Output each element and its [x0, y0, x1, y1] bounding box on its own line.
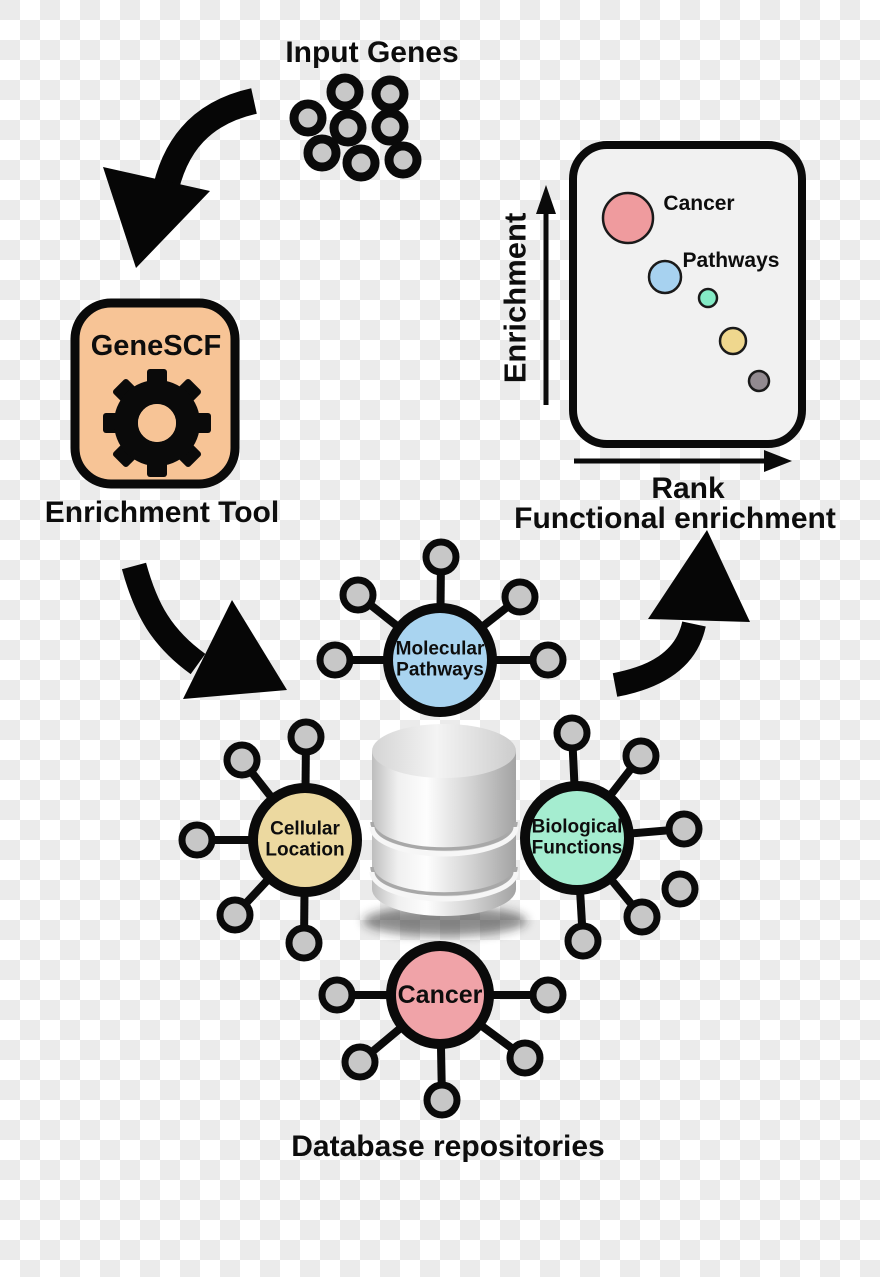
database-shadow: [363, 906, 527, 936]
gene-node: [329, 109, 367, 147]
bubble-yellow: [718, 326, 748, 356]
satellite-node: [623, 898, 661, 936]
gene-node: [371, 108, 409, 146]
gear-icon: [103, 369, 211, 477]
result-caption-label: Functional enrichment: [514, 502, 836, 536]
gene-node: [342, 144, 380, 182]
bubble-gray: [747, 369, 771, 393]
satellite-node: [423, 1081, 461, 1119]
bubble-cancer: [601, 191, 655, 245]
hub-biological-functions: [520, 781, 634, 895]
db-repositories-label: Database repositories: [291, 1130, 605, 1164]
hub-molecular-pathways: [383, 603, 497, 717]
satellite-node: [216, 896, 254, 934]
chart-bubbles: [601, 191, 771, 393]
hub-cellular-location: [248, 783, 362, 897]
satellite-node: [529, 641, 567, 679]
hub-biological-functions-label: Biological Functions: [532, 817, 623, 860]
satellite-node: [564, 922, 602, 960]
gene-node: [371, 75, 409, 113]
satellite-node: [285, 924, 323, 962]
satellite-node: [501, 578, 539, 616]
hub-label-line: Pathways: [396, 660, 484, 681]
hub-label-line: Cancer: [397, 981, 483, 1009]
gene-node: [384, 141, 422, 179]
x-axis-arrow: [574, 450, 792, 472]
result-panel: [569, 141, 806, 448]
satellite-node: [422, 538, 460, 576]
satellite-node: [223, 741, 261, 779]
tool-caption-label: Enrichment Tool: [44, 496, 280, 530]
hub-cancer: [386, 941, 494, 1049]
satellite-node: [622, 737, 660, 775]
hub-label-line: Functions: [531, 838, 623, 859]
hub-label-line: Cellular: [270, 818, 340, 840]
gene-node: [289, 99, 327, 137]
hub-cellular-location-label: Cellular Location: [265, 819, 344, 862]
satellite-node: [287, 718, 325, 756]
gene-node: [303, 134, 341, 172]
curved-arrow-input-to-tool: [103, 88, 258, 268]
x-axis-label: Rank: [651, 472, 725, 506]
hub-molecular-pathways-label: Molecular Pathways: [396, 639, 485, 682]
satellite-node: [665, 810, 703, 848]
satellite-node: [339, 576, 377, 614]
satellite-node: [506, 1039, 544, 1077]
satellite-node: [178, 821, 216, 859]
satellite-node: [553, 714, 591, 752]
y-axis-arrow: [536, 185, 556, 405]
bubble-pathways-label: Pathways: [682, 249, 780, 273]
input-genes-label: Input Genes: [285, 36, 459, 70]
database-cylinder-icon: [369, 724, 519, 916]
bubble-cancer-label: Cancer: [663, 192, 735, 216]
tool-name-label: GeneSCF: [90, 329, 222, 362]
gene-cluster-icon: [289, 73, 422, 182]
satellite-node: [529, 976, 567, 1014]
hub-cancer-label: Cancer: [398, 981, 483, 1009]
hub-label-line: Location: [265, 840, 345, 861]
curved-arrow-db-to-result: [612, 530, 750, 697]
satellite-node: [316, 641, 354, 679]
hub-label-line: Biological: [531, 816, 623, 838]
y-axis-label: Enrichment: [497, 212, 533, 384]
satellite-node: [661, 870, 699, 908]
curved-arrow-tool-to-db: [121, 562, 287, 699]
gene-node: [326, 73, 364, 111]
bubble-teal: [697, 287, 719, 309]
hub-label-line: Molecular: [395, 638, 485, 660]
satellite-nodes: [178, 538, 703, 1119]
satellite-node: [341, 1043, 379, 1081]
satellite-node: [318, 976, 356, 1014]
bubble-pathways: [647, 259, 683, 295]
